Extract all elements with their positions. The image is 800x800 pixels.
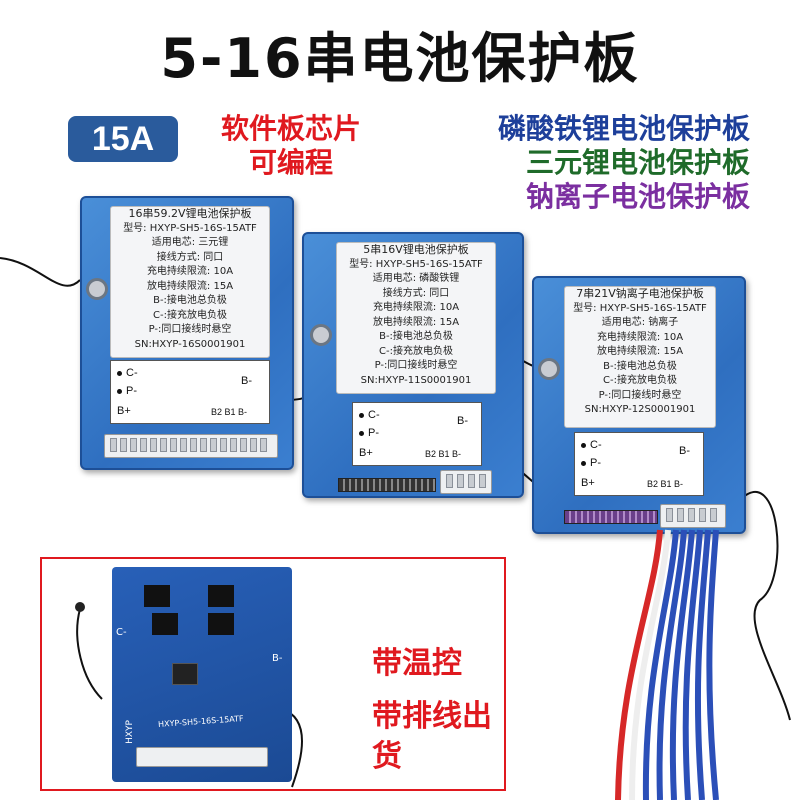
- board-1-line-9: SN:HXYP-16S0001901: [134, 338, 246, 350]
- board-2-line-2: 适用电芯: 磷酸铁锂: [372, 273, 460, 284]
- board-1-pin-bminus: B-: [241, 375, 252, 387]
- battery-type-ternary: 三元锂电池保护板: [525, 146, 750, 179]
- current-rating-badge: 15A: [68, 116, 178, 162]
- board-1-label: 16串59.2V锂电池保护板 型号: HXYP-SH5-16S-15ATF 适用…: [110, 206, 270, 358]
- board-3-pin-map: C- P- B- B+ B2 B1 B-: [574, 432, 704, 496]
- wire-left-board1: [0, 257, 81, 287]
- pcb-mosfet-3: [152, 613, 178, 635]
- feature-programmable-line2: 可编程: [248, 146, 333, 179]
- board-2-pin-b2b1: B2 B1 B-: [425, 449, 462, 459]
- board-3-pin-bplus: B+: [581, 477, 595, 489]
- board-1-mount-hole: [86, 278, 108, 300]
- board-2-line-9: SN:HXYP-11S0001901: [360, 374, 472, 386]
- board-2-pin-c: C-: [368, 409, 380, 421]
- board-2-label: 5串16V锂电池保护板 型号: HXYP-SH5-16S-15ATF 适用电芯:…: [336, 242, 496, 394]
- board-3-pin-bminus: B-: [679, 445, 690, 457]
- board-1-line-6: B-:接电池总负极: [153, 295, 227, 306]
- board-1-line-5: 放电持续限流: 15A: [146, 280, 234, 292]
- board-2-balance-connector: [440, 470, 492, 494]
- board-1-line-3: 接线方式: 同口: [156, 251, 224, 263]
- feature-programmable: 软件板芯片 可编程: [196, 112, 386, 180]
- board-3-line-2: 适用电芯: 钠离子: [601, 317, 679, 328]
- battery-type-list: 磷酸铁锂电池保护板 三元锂电池保护板 钠离子电池保护板: [400, 112, 750, 214]
- battery-type-lfp: 磷酸铁锂电池保护板: [497, 112, 750, 145]
- board-1-pin-map: C- P- B- B+ B2 B1 B-: [110, 360, 270, 424]
- board-1-balance-connector: [104, 434, 278, 458]
- board-2-line-5: 放电持续限流: 15A: [372, 316, 460, 328]
- pcb-silk-b: B-: [272, 653, 283, 664]
- board-3-mount-hole: [538, 358, 560, 380]
- board-1-pin-p: P-: [126, 385, 137, 397]
- board-2-header: [338, 478, 436, 492]
- board-3-line-0: 7串21V钠离子电池保护板: [576, 287, 704, 300]
- page-title: 5-16串电池保护板: [160, 27, 640, 90]
- board-2-pin-bminus: B-: [457, 415, 468, 427]
- board-2-line-3: 接线方式: 同口: [382, 287, 450, 299]
- board-3-line-5: B-:接电池总负极: [603, 360, 677, 372]
- board-3-pin-b2b1: B2 B1 B-: [647, 479, 684, 489]
- board-3-label: 7串21V钠离子电池保护板 型号: HXYP-SH5-16S-15ATF 适用电…: [564, 286, 716, 428]
- board-3-line-8: SN:HXYP-12S0001901: [584, 404, 696, 415]
- board-1-line-7: C-:接充放电负极: [153, 309, 227, 321]
- pcb-silk-c: C-: [116, 627, 127, 638]
- pcb-mosfet-2: [208, 585, 234, 607]
- board-3-pin-c: C-: [590, 439, 602, 451]
- board-3-pin-p: P-: [590, 457, 601, 469]
- board-2-line-1: 型号: HXYP-SH5-16S-15ATF: [349, 258, 483, 270]
- feature-programmable-line1: 软件板芯片: [220, 112, 361, 145]
- pcb-inset-frame: HXYP-SH5-16S-15ATF HXYP C- B- 带温控 带排线出货: [40, 557, 506, 791]
- board-2-line-0: 5串16V锂电池保护板: [363, 243, 469, 256]
- board-3-line-6: C-:接充放电负极: [603, 375, 677, 386]
- board-1-line-8: P-:同口接线时悬空: [148, 324, 232, 335]
- battery-type-sodium: 钠离子电池保护板: [525, 180, 750, 213]
- board-2: 5串16V锂电池保护板 型号: HXYP-SH5-16S-15ATF 适用电芯:…: [302, 232, 524, 498]
- board-2-pin-p: P-: [368, 427, 379, 439]
- pcb-balance-connector: [136, 747, 268, 767]
- board-3-line-1: 型号: HXYP-SH5-16S-15ATF: [573, 302, 707, 314]
- board-1-pin-bplus: B+: [117, 405, 131, 417]
- board-1: 16串59.2V锂电池保护板 型号: HXYP-SH5-16S-15ATF 适用…: [80, 196, 294, 470]
- pcb-mosfet-4: [208, 613, 234, 635]
- ribbon-cable: [615, 529, 719, 800]
- pcb-mosfet-1: [144, 585, 170, 607]
- board-3-line-7: P-:同口接线时悬空: [598, 389, 682, 401]
- board-1-pin-c: C-: [126, 367, 138, 379]
- board-2-pin-map: C- P- B- B+ B2 B1 B-: [352, 402, 482, 466]
- board-3-line-3: 充电持续限流: 10A: [596, 331, 684, 343]
- wire-right: [739, 490, 791, 721]
- board-1-line-2: 适用电芯: 三元锂: [151, 237, 229, 248]
- board-2-line-6: B-:接电池总负极: [379, 331, 453, 342]
- board-2-line-4: 充电持续限流: 10A: [372, 302, 460, 313]
- pcb-silk-model: HXYP-SH5-16S-15ATF: [157, 714, 244, 729]
- board-3-balance-connector: [660, 504, 726, 528]
- pcb-ic: [172, 663, 198, 685]
- board-2-pin-bplus: B+: [359, 447, 373, 459]
- pcb-silk-brand: HXYP: [124, 720, 135, 744]
- pcb-inset-board: HXYP-SH5-16S-15ATF HXYP C- B-: [112, 567, 292, 782]
- feature-temp-control: 带温控: [372, 646, 462, 681]
- feature-cable-included: 带排线出货: [372, 699, 492, 774]
- board-3: 7串21V钠离子电池保护板 型号: HXYP-SH5-16S-15ATF 适用电…: [532, 276, 746, 534]
- board-1-line-0: 16串59.2V锂电池保护板: [128, 207, 252, 220]
- board-1-pin-b2b1: B2 B1 B-: [211, 407, 248, 417]
- board-3-header: [564, 510, 658, 524]
- board-1-line-1: 型号: HXYP-SH5-16S-15ATF: [123, 222, 257, 234]
- board-1-line-4: 充电持续限流: 10A: [146, 266, 234, 277]
- board-3-line-4: 放电持续限流: 15A: [596, 346, 684, 357]
- board-2-mount-hole: [310, 324, 332, 346]
- board-2-line-8: P-:同口接线时悬空: [374, 360, 458, 371]
- board-2-line-7: C-:接充放电负极: [379, 345, 453, 357]
